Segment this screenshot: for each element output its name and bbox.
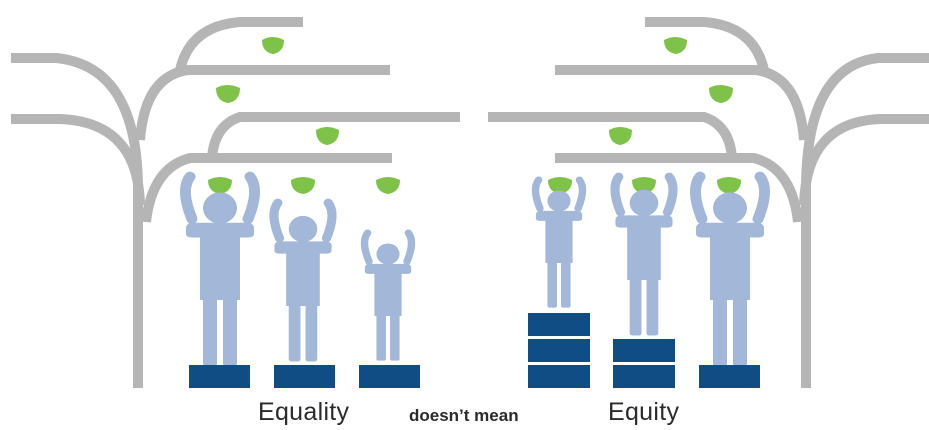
crate-icon xyxy=(189,365,250,388)
crate-icon xyxy=(274,365,335,388)
apple-icon xyxy=(717,177,741,194)
equity-caption: Equity xyxy=(608,398,680,426)
apple-icon xyxy=(609,127,632,145)
tree-branch xyxy=(207,112,460,158)
crate-icon xyxy=(528,313,590,336)
apple-icon xyxy=(376,177,400,194)
person-icon xyxy=(615,177,673,336)
crate-icon xyxy=(613,339,675,362)
equality-caption: Equality xyxy=(258,398,350,426)
crate-icon xyxy=(528,365,590,388)
apple-icon xyxy=(632,177,656,194)
tree-icon xyxy=(11,17,460,388)
tree-branch xyxy=(135,65,390,141)
person-icon xyxy=(695,177,764,367)
apple-icon xyxy=(208,177,232,194)
apple-icon xyxy=(291,177,315,194)
apple-icon xyxy=(664,37,687,54)
crate-icon xyxy=(359,365,420,388)
crate-icon xyxy=(699,365,760,388)
tree-branch xyxy=(801,53,929,388)
person-icon xyxy=(365,233,412,361)
apple-icon xyxy=(262,37,284,54)
person-icon xyxy=(536,180,583,308)
tree-branch xyxy=(645,17,769,72)
tree-branch xyxy=(488,112,737,158)
crate-icon xyxy=(613,365,675,388)
doesnt-mean-caption: doesn’t mean xyxy=(409,406,519,425)
tree-branch xyxy=(11,53,143,388)
crate-icon xyxy=(528,339,590,362)
apple-icon xyxy=(548,177,572,194)
apple-icon xyxy=(316,127,339,145)
tree-branch xyxy=(555,153,803,223)
tree-icon xyxy=(488,17,929,388)
tree-branch xyxy=(11,114,145,206)
tree-branch xyxy=(141,153,392,223)
apple-icon xyxy=(709,85,733,103)
person-icon xyxy=(185,177,254,367)
tree-branch xyxy=(799,114,929,206)
tree-branch xyxy=(175,17,303,72)
person-icon xyxy=(274,203,332,362)
apple-icon xyxy=(216,85,240,103)
tree-branch xyxy=(555,65,809,141)
